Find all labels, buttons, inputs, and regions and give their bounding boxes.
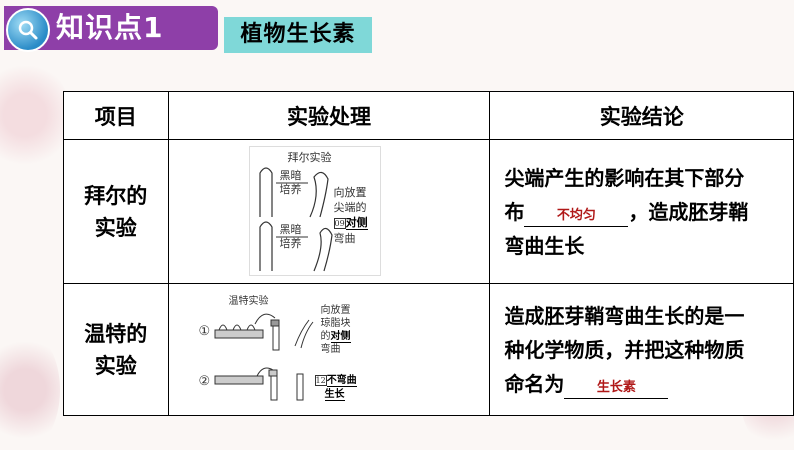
page-title: 知识点1: [56, 11, 164, 44]
flower-decoration-left: [0, 60, 70, 170]
flower-decoration-bottom-left: [0, 330, 60, 450]
title-banner: 知识点1: [4, 6, 218, 52]
table-row: 拜尔的 实验 拜尔实验 黑暗 培养 黑暗: [63, 139, 794, 284]
experiment-table: 项目 实验处理 实验结论 拜尔的 实验 拜尔实验 黑暗 培养: [63, 91, 794, 416]
agar-block-diagram: [214, 313, 313, 401]
search-icon: [6, 8, 50, 52]
boysen-figure-cell: 拜尔实验 黑暗 培养 黑暗 培养 向放置: [167, 139, 491, 284]
table-header-row: 项目 实验处理 实验结论: [63, 91, 794, 140]
boysen-conclusion: 尖端产生的影响在其下部分 布不均匀，造成胚芽鞘 弯曲生长: [489, 139, 794, 284]
coleoptile-diagram: [258, 167, 333, 272]
header-treatment: 实验处理: [167, 91, 491, 140]
header-conclusion: 实验结论: [489, 91, 794, 140]
went-figure-cell: 温特实验 ① ② 向放置: [167, 283, 491, 416]
topic-label: 植物生长素: [224, 17, 372, 53]
header-item: 项目: [63, 91, 169, 140]
table-row: 温特的 实验 温特实验 ① ②: [63, 283, 794, 416]
answer-blank: 生长素: [564, 378, 669, 399]
went-conclusion: 造成胚芽鞘弯曲生长的是一 种化学物质，并把这种物质 命名为生长素: [489, 283, 794, 416]
answer-blank: 不均匀: [524, 206, 629, 227]
went-experiment-figure: 温特实验 ① ② 向放置: [196, 290, 387, 410]
row-label-went: 温特的 实验: [63, 283, 169, 416]
boysen-experiment-figure: 拜尔实验 黑暗 培养 黑暗 培养 向放置: [248, 146, 381, 276]
row-label-boysen: 拜尔的 实验: [63, 139, 169, 284]
